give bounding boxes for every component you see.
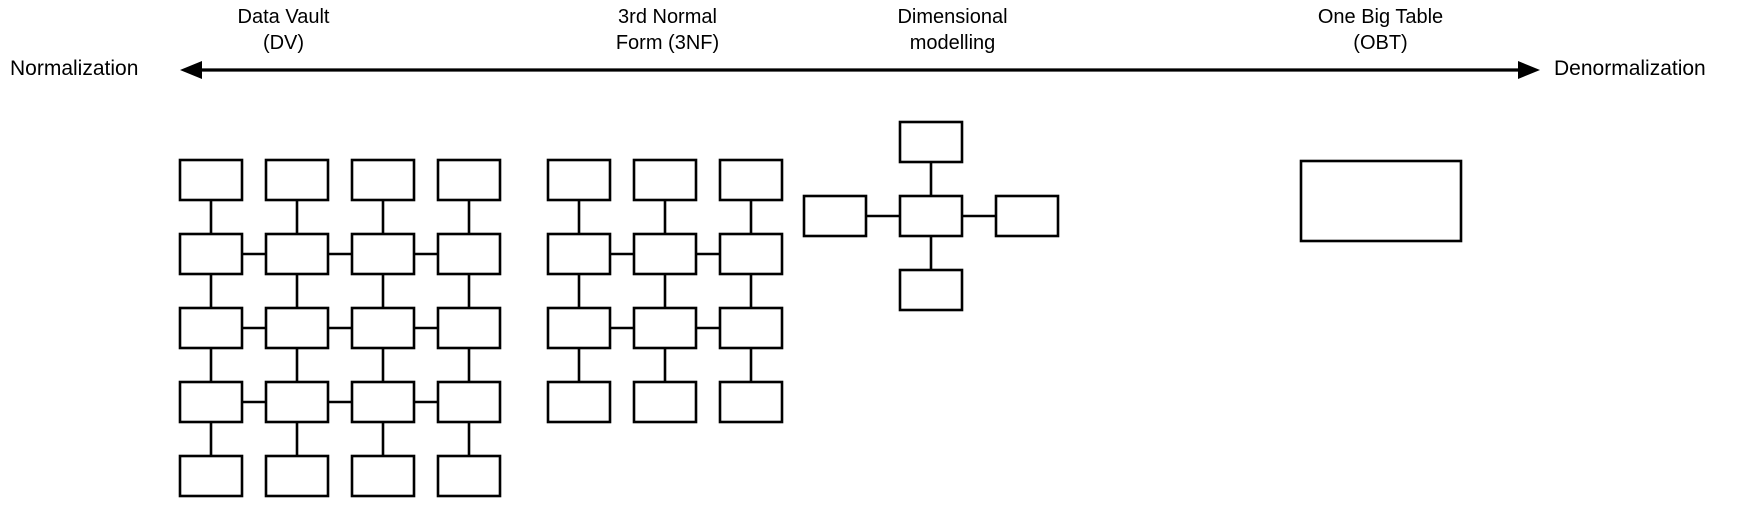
table-node — [718, 380, 784, 424]
table-node — [178, 380, 244, 424]
data-vault-model — [178, 158, 502, 498]
dimension-node-down — [898, 268, 964, 312]
column-header-line2: Form (3NF) — [615, 32, 720, 55]
table-node — [350, 454, 416, 498]
axis-arrowhead-right — [1518, 61, 1540, 79]
column-header-data-vault: Data Vault (DV) — [181, 4, 386, 57]
table-node — [632, 380, 698, 424]
table-node — [436, 380, 502, 424]
table-node — [546, 232, 612, 276]
table-node — [350, 306, 416, 350]
table-node — [264, 306, 330, 350]
table-node — [264, 454, 330, 498]
table-node — [632, 158, 698, 202]
table-node — [178, 232, 244, 276]
table-node — [178, 306, 244, 350]
column-header-line2: modelling — [909, 32, 996, 55]
one-big-table-node — [1299, 159, 1463, 243]
dimensional-model — [802, 120, 1060, 312]
normalization-axis — [180, 61, 1540, 79]
table-node — [718, 232, 784, 276]
axis-label-denormalization: Denormalization — [1554, 57, 1706, 80]
table-node — [350, 380, 416, 424]
table-node — [264, 232, 330, 276]
column-header-line2: (DV) — [262, 32, 305, 55]
table-node — [718, 158, 784, 202]
table-node — [178, 158, 244, 202]
column-header-line2: (OBT) — [1353, 32, 1408, 55]
table-node — [632, 306, 698, 350]
third-normal-form-model — [546, 158, 784, 424]
table-node — [436, 454, 502, 498]
table-node — [718, 306, 784, 350]
table-node — [632, 232, 698, 276]
column-header-line1: 3rd Normal — [618, 6, 717, 28]
table-node — [178, 454, 244, 498]
table-node — [436, 306, 502, 350]
dimension-node-left — [802, 194, 868, 238]
table-node — [264, 380, 330, 424]
axis-label-normalization: Normalization — [10, 57, 139, 80]
fact-node — [898, 194, 964, 238]
table-node — [350, 158, 416, 202]
column-header-line1: Data Vault — [237, 6, 330, 28]
dimension-node-up — [898, 120, 964, 164]
column-header-line1: Dimensional — [897, 6, 1008, 28]
column-header-dimensional-modelling: Dimensional modelling — [850, 4, 1055, 57]
axis-arrowhead-left — [180, 61, 202, 79]
dimension-node-right — [994, 194, 1060, 238]
table-node — [264, 158, 330, 202]
table-node — [546, 380, 612, 424]
table-node — [436, 232, 502, 276]
table-node — [546, 158, 612, 202]
table-node — [546, 306, 612, 350]
column-header-one-big-table: One Big Table (OBT) — [1278, 4, 1483, 57]
one-big-table-model — [1299, 159, 1463, 243]
table-node — [350, 232, 416, 276]
column-header-line1: One Big Table — [1317, 6, 1444, 28]
column-header-3nf: 3rd Normal Form (3NF) — [565, 4, 770, 57]
table-node — [436, 158, 502, 202]
